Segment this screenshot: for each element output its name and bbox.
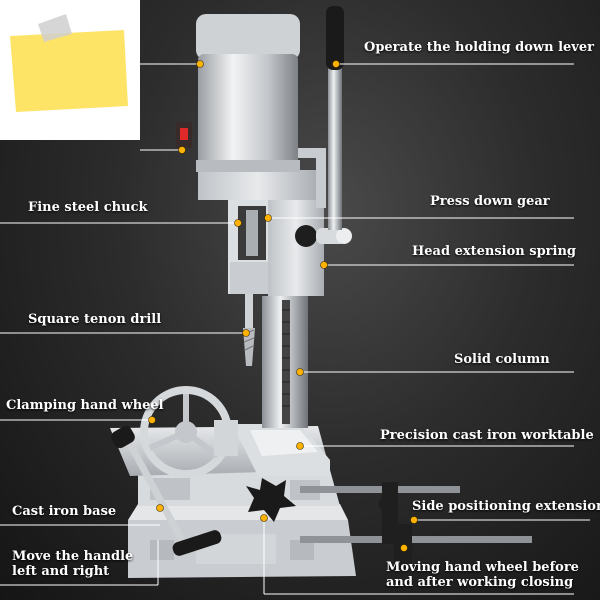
sticky-note-icon	[10, 14, 128, 112]
label-move-handle: Move the handle left and right	[12, 549, 134, 579]
label-tenon-drill: Square tenon drill	[28, 312, 162, 327]
solid-column	[262, 296, 308, 428]
machine-head	[198, 148, 352, 296]
clamping-hand-wheel	[140, 386, 238, 478]
label-press-gear: Press down gear	[430, 194, 550, 209]
corner-panel	[0, 0, 140, 140]
label-fine-chuck: Fine steel chuck	[28, 200, 148, 215]
label-side-extension: Side positioning extension	[412, 499, 600, 514]
star-knob	[246, 478, 296, 522]
cast-iron-base	[128, 504, 356, 578]
label-moving-wheel: Moving hand wheel before and after worki…	[386, 560, 579, 590]
label-holding-lever: Operate the holding down lever	[364, 40, 594, 55]
move-handle	[111, 425, 222, 556]
label-clamp-wheel: Clamping hand wheel	[6, 398, 164, 413]
red-switch-icon	[176, 122, 192, 148]
label-solid-column: Solid column	[454, 352, 550, 367]
label-worktable: Precision cast iron worktable	[380, 428, 594, 443]
motor	[196, 14, 300, 172]
label-base: Cast iron base	[12, 504, 117, 519]
label-head-spring: Head extension spring	[412, 244, 576, 259]
callout-dots	[148, 60, 418, 552]
holding-down-lever	[326, 6, 344, 230]
leader-lines	[0, 63, 590, 595]
